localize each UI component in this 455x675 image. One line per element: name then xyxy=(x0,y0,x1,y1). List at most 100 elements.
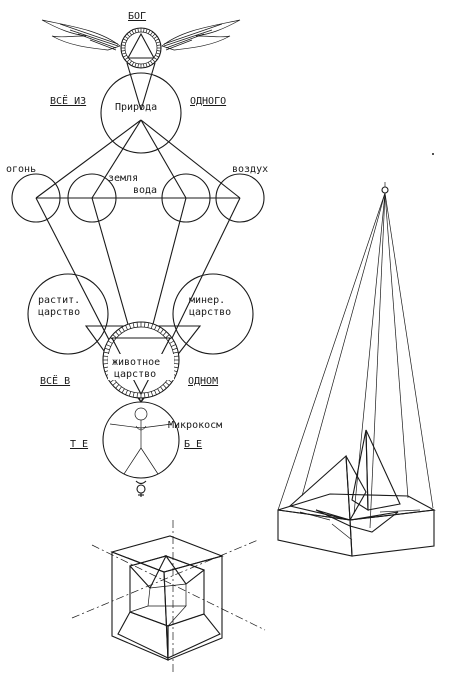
tick-mark xyxy=(162,331,167,336)
tick-mark xyxy=(173,366,179,369)
winged-god-emblem: БОГ xyxy=(41,11,241,69)
earth-label: земля xyxy=(108,173,138,184)
tick-mark xyxy=(136,392,138,398)
tick-mark xyxy=(132,322,135,328)
nature-label: Природа xyxy=(115,102,157,113)
tick-mark xyxy=(107,340,113,344)
tick-mark xyxy=(156,44,161,46)
tick-mark xyxy=(169,340,175,344)
pyramid-spike-front xyxy=(315,509,399,533)
tick-mark xyxy=(118,329,122,334)
one-from-label: ОДНОГО xyxy=(190,96,226,107)
tick-mark xyxy=(132,392,135,398)
tick-mark xyxy=(137,28,139,33)
god-circle-ticks xyxy=(121,28,161,68)
fire-label: огонь xyxy=(6,164,36,175)
right-wing xyxy=(161,19,241,51)
tick-mark xyxy=(145,28,148,33)
tick-mark xyxy=(121,326,125,332)
tick-mark xyxy=(172,347,178,351)
plant-label-1: растит. xyxy=(38,295,80,306)
tick-mark xyxy=(173,355,179,357)
tick-mark xyxy=(104,347,110,351)
tick-mark xyxy=(173,363,179,365)
tick-mark xyxy=(143,63,145,68)
tick-mark xyxy=(147,322,150,328)
all-from-label: ВСЁ ИЗ xyxy=(50,94,86,107)
te-label: Т Е xyxy=(70,439,88,450)
one-in-label: ОДНОМ xyxy=(188,376,218,387)
tick-mark xyxy=(152,59,156,63)
nature-circle xyxy=(100,72,182,154)
tick-mark xyxy=(112,334,117,339)
speck xyxy=(432,153,434,155)
animal-label-2: царство xyxy=(114,369,156,380)
tick-mark xyxy=(147,392,150,398)
tick-mark xyxy=(131,30,135,34)
tick-mark xyxy=(150,391,154,397)
tick-mark xyxy=(112,381,117,386)
mineral-label-2: царство xyxy=(189,307,231,318)
tick-mark xyxy=(157,388,161,394)
pyramid-spike-center xyxy=(345,455,367,522)
tick-mark xyxy=(155,54,159,58)
tick-mark xyxy=(125,390,128,395)
microcosm-circle xyxy=(102,401,180,479)
tick-mark xyxy=(134,28,137,33)
tick-mark xyxy=(171,344,176,347)
tick-mark xyxy=(124,35,129,39)
tick-mark xyxy=(153,35,158,39)
tick-mark xyxy=(160,329,164,334)
air-label: воздух xyxy=(232,164,268,175)
tick-mark xyxy=(121,44,126,46)
tick-mark xyxy=(126,33,130,37)
cube-top-face xyxy=(110,535,224,573)
all-in-label: ВСЁ В xyxy=(40,374,70,387)
water-circle xyxy=(161,173,211,223)
tick-mark xyxy=(103,366,109,369)
earth-circle xyxy=(67,173,117,223)
tick-mark xyxy=(123,38,127,42)
air-circle xyxy=(215,173,265,223)
tick-mark xyxy=(145,63,148,68)
tick-mark xyxy=(106,344,111,347)
tick-mark xyxy=(118,386,122,391)
animal-label-1: животное xyxy=(112,357,160,368)
tick-mark xyxy=(128,323,132,329)
tick-mark xyxy=(150,31,154,36)
tick-mark xyxy=(150,60,154,65)
nature-group: ВСЁ ИЗ ОДНОГО Природа xyxy=(50,62,226,154)
tick-mark xyxy=(126,59,130,63)
tick-mark xyxy=(131,62,135,66)
tick-mark xyxy=(156,50,161,52)
kingdoms-group: растит. царство минер. царство животное … xyxy=(27,273,254,403)
pyramid-spike-left xyxy=(288,454,351,521)
mineral-kingdom-circle xyxy=(172,273,254,355)
tick-mark xyxy=(125,325,128,330)
tick-mark xyxy=(165,334,170,339)
tick-mark xyxy=(144,392,146,398)
tick-mark xyxy=(147,62,151,66)
tick-mark xyxy=(103,355,109,357)
fire-circle xyxy=(11,173,61,223)
tick-mark xyxy=(128,60,132,65)
mercury-symbol-icon xyxy=(135,480,147,497)
tick-mark xyxy=(103,351,109,354)
tick-mark xyxy=(157,326,161,332)
animal-circle-ticks xyxy=(103,322,179,398)
tick-mark xyxy=(121,388,125,394)
suspended-pyramid xyxy=(277,182,436,557)
pyramid-base-top xyxy=(277,493,436,521)
tick-mark xyxy=(160,386,164,391)
tick-mark xyxy=(143,28,145,33)
god-inner-triangle xyxy=(127,32,155,59)
tick-mark xyxy=(165,381,170,386)
human-figure xyxy=(109,407,173,475)
tick-mark xyxy=(121,41,126,44)
tick-mark xyxy=(152,33,156,37)
microcosm-group: Микрокосм Т Е Б Е xyxy=(70,401,222,497)
tick-mark xyxy=(115,331,120,336)
tick-mark xyxy=(137,63,139,68)
tick-mark xyxy=(154,325,157,330)
